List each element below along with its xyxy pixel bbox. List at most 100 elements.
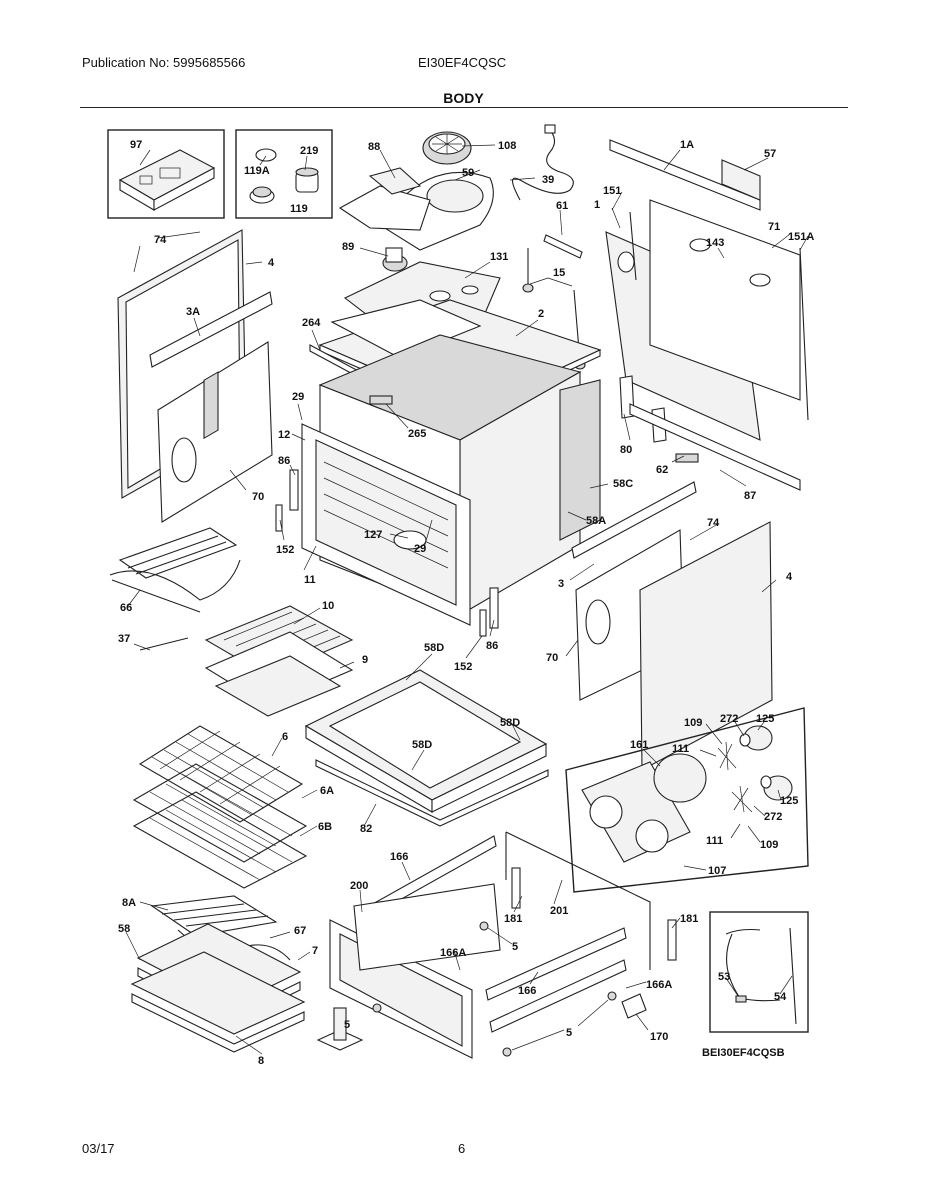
label-12: 12 xyxy=(278,429,290,441)
leveling-leg-detail xyxy=(316,1007,364,1051)
label-161: 161 xyxy=(630,739,648,751)
bake-element-coil xyxy=(109,559,241,601)
broil-element-part xyxy=(150,895,278,937)
label-6: 6 xyxy=(282,731,288,743)
label-66: 66 xyxy=(120,602,132,614)
publication-number: Publication No: 5995685566 xyxy=(82,55,246,70)
drawer-slide-part-right xyxy=(485,927,627,1001)
cooling-fan-part xyxy=(422,131,472,165)
label-119: 119 xyxy=(290,203,308,215)
label-71: 71 xyxy=(768,221,780,233)
model-number: EI30EF4CQSC xyxy=(418,55,507,70)
section-title: BODY xyxy=(443,90,484,106)
label-4-right: 4 xyxy=(786,571,793,583)
label-4-left: 4 xyxy=(268,257,275,269)
hinge-receptacle-lower xyxy=(479,609,487,637)
label-8A: 8A xyxy=(122,897,136,909)
label-166A-right: 166A xyxy=(646,979,672,991)
label-9: 9 xyxy=(362,654,368,666)
probe-tube-part xyxy=(789,927,797,1025)
label-87: 87 xyxy=(744,490,756,502)
lower-rail-part xyxy=(629,403,801,491)
label-58: 58 xyxy=(118,923,130,935)
label-6B: 6B xyxy=(318,821,332,833)
label-67: 67 xyxy=(294,925,306,937)
label-89: 89 xyxy=(342,241,354,253)
label-3A: 3A xyxy=(186,306,200,318)
left-rail-part xyxy=(149,291,273,368)
label-58A: 58A xyxy=(586,515,606,527)
label-53: 53 xyxy=(718,971,730,983)
label-264: 264 xyxy=(302,317,321,329)
back-panel-hole-right xyxy=(749,273,771,287)
meat-probe-plug xyxy=(735,995,747,1003)
diagram-code: BEI30EF4CQSB xyxy=(702,1047,785,1059)
drawer-back-part xyxy=(353,883,501,971)
label-152-upper: 152 xyxy=(276,544,294,556)
leader-lines xyxy=(125,144,809,1055)
label-181-left: 181 xyxy=(504,913,522,925)
motor-part xyxy=(382,247,408,272)
label-6A: 6A xyxy=(320,785,334,797)
label-143: 143 xyxy=(706,237,724,249)
label-151: 151 xyxy=(603,185,621,197)
top-trim-part xyxy=(609,139,761,211)
label-74-right: 74 xyxy=(707,517,720,529)
label-62: 62 xyxy=(656,464,668,476)
slide-bracket-part xyxy=(667,919,677,961)
inset-box-thermostats xyxy=(235,129,333,219)
label-8: 8 xyxy=(258,1055,264,1067)
label-108: 108 xyxy=(498,140,516,152)
broiler-pan-part xyxy=(204,605,354,717)
vent-part xyxy=(369,395,393,405)
label-272-upper: 272 xyxy=(720,713,738,725)
label-58D-top: 58D xyxy=(424,642,444,654)
label-151A: 151A xyxy=(788,231,814,243)
label-80: 80 xyxy=(620,444,632,456)
label-37: 37 xyxy=(118,633,130,645)
bottom-tray-part xyxy=(315,759,549,827)
label-5-upper: 5 xyxy=(512,941,518,953)
label-59: 59 xyxy=(462,167,474,179)
label-70-right: 70 xyxy=(546,652,558,664)
oven-racks-part xyxy=(132,725,308,889)
convection-fan-part xyxy=(581,725,793,863)
label-11: 11 xyxy=(304,574,316,586)
label-15: 15 xyxy=(553,267,565,279)
label-181-right: 181 xyxy=(680,913,698,925)
label-86-upper: 86 xyxy=(278,455,290,467)
label-107: 107 xyxy=(708,865,726,877)
label-152-lower: 152 xyxy=(454,661,472,673)
label-166A-left: 166A xyxy=(440,947,466,959)
label-39: 39 xyxy=(542,174,554,186)
label-86-lower: 86 xyxy=(486,640,498,652)
convection-fan-inset xyxy=(565,707,809,893)
label-109-upper: 109 xyxy=(684,717,702,729)
label-265: 265 xyxy=(408,428,426,440)
drawer-frame-part xyxy=(505,831,651,970)
label-219: 219 xyxy=(300,145,318,157)
hinge-part-upper xyxy=(289,469,299,511)
label-127: 127 xyxy=(364,529,382,541)
label-7: 7 xyxy=(312,945,318,957)
back-panel-hole xyxy=(689,238,711,252)
oven-front-frame-part xyxy=(301,423,471,626)
label-61: 61 xyxy=(556,200,568,212)
label-74-top: 74 xyxy=(154,234,167,246)
leveling-leg-part-4 xyxy=(607,991,617,1001)
label-29-lower: 29 xyxy=(414,543,426,555)
vent-grille-part xyxy=(721,159,761,201)
label-166-lower: 166 xyxy=(518,985,536,997)
label-119A: 119A xyxy=(244,165,270,177)
bracket-170-part xyxy=(621,993,647,1019)
inset-box-control-board xyxy=(107,129,225,219)
inset-box-probe xyxy=(709,911,809,1033)
back-panel-part xyxy=(649,199,801,401)
bracket-part xyxy=(543,234,583,259)
label-58C: 58C xyxy=(613,478,633,490)
side-rail-part xyxy=(799,247,809,421)
sensor-probe-left-tip xyxy=(522,283,534,293)
label-166-upper: 166 xyxy=(390,851,408,863)
label-111-lower: 111 xyxy=(706,835,723,847)
